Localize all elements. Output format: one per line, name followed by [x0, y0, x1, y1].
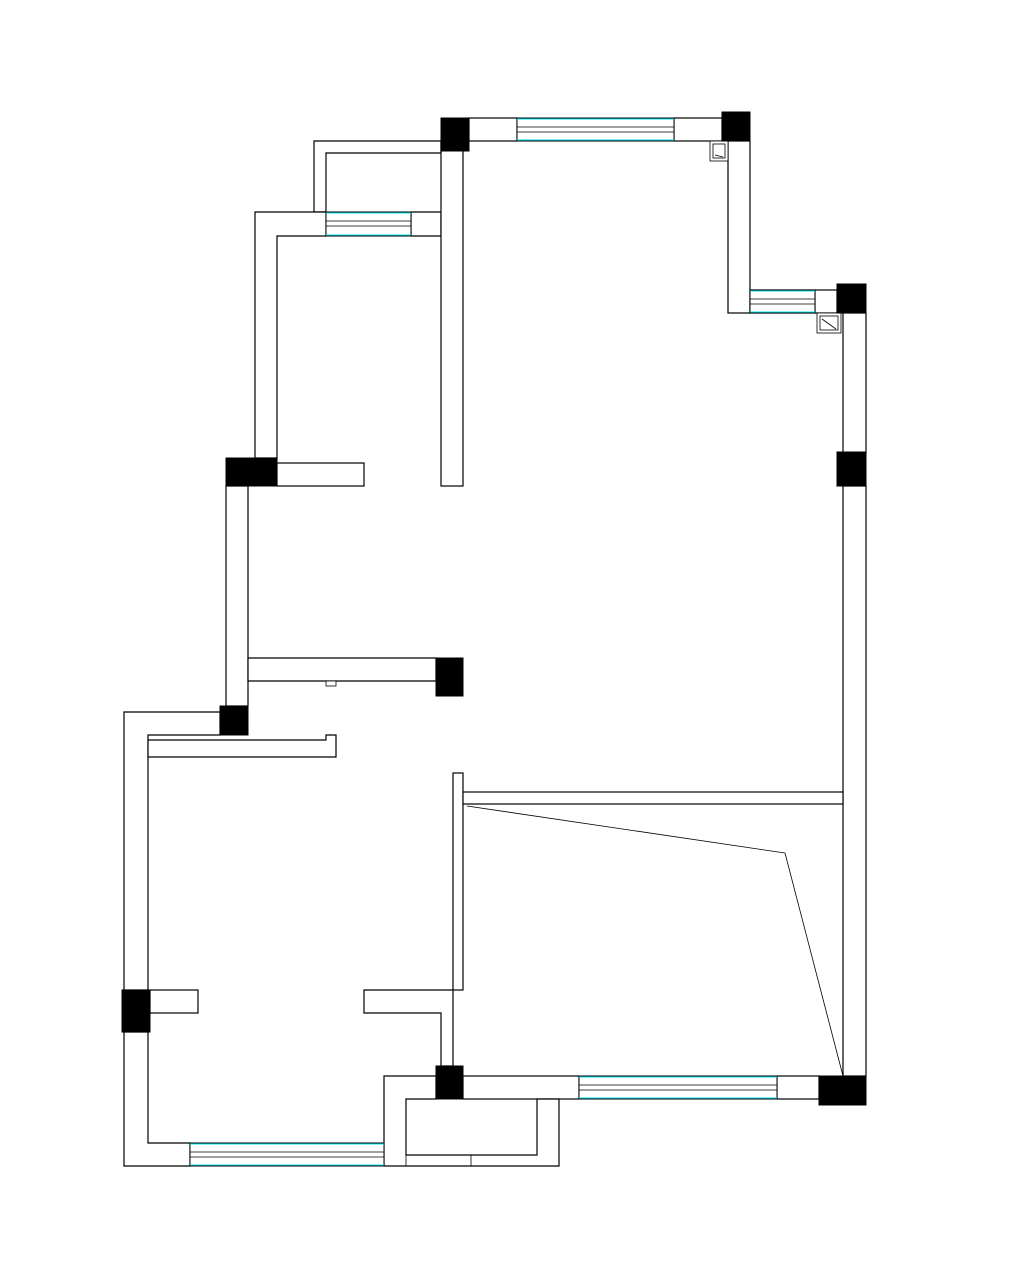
wall-lower-right-header [462, 791, 844, 805]
wall-right-lower [842, 485, 867, 1077]
wall-central-partition [440, 140, 464, 487]
wall-counter [147, 734, 337, 758]
pipe-shaft-top-right [709, 140, 729, 162]
wall-lower-middle-stub [363, 989, 454, 1067]
column-bottom-middle [435, 1065, 464, 1100]
wall-top-left-segment [468, 117, 518, 142]
window-upper-left [325, 211, 412, 237]
upper-left-room [254, 140, 464, 487]
wall-upper-left-left [254, 211, 327, 459]
window-upper-right [749, 289, 816, 314]
columns [121, 111, 867, 1106]
wall-upper-left-top [313, 140, 442, 213]
column-upper-right [836, 283, 867, 314]
wall-lower-middle-vertical [452, 772, 464, 991]
door-swing-line-2 [784, 852, 844, 1077]
column-left-lower [121, 989, 151, 1033]
window-lower-left [189, 1142, 385, 1167]
column-right-middle [836, 451, 867, 487]
fixtures [709, 140, 842, 334]
wall-middle-horizontal [247, 657, 437, 682]
column-center [435, 657, 464, 697]
top-wall [468, 117, 838, 314]
right-wall [842, 312, 867, 1077]
window-top [516, 117, 675, 142]
wall-lower-left-bottom [123, 1031, 191, 1167]
wall-lower-left-stub [149, 989, 199, 1014]
wall-lower-right-bottom [462, 1075, 580, 1100]
column-left-upper [225, 457, 278, 487]
wall-upper-left-right-stub [410, 211, 442, 237]
window-lower-right [578, 1075, 778, 1100]
column-left-middle [219, 705, 249, 736]
wall-right-upper [842, 312, 867, 454]
pipe-shaft-right [816, 312, 842, 334]
wall-top-right-segment [673, 117, 723, 142]
left-middle-walls [225, 485, 437, 707]
lower-right-room [462, 791, 844, 1100]
wall-upper-right-step-end [814, 289, 838, 314]
wall-stub-left-upper [276, 462, 365, 487]
door-swing-line-1 [466, 805, 786, 854]
wall-middle-notch [325, 680, 337, 687]
wall-top-right-vertical [727, 140, 751, 314]
column-bottom-right [818, 1075, 867, 1106]
wall-lower-right-bottom-end [776, 1075, 820, 1100]
column-top-right [721, 111, 751, 142]
column-top-left [440, 117, 470, 152]
windows [189, 117, 816, 1167]
wall-left-middle-vertical [225, 485, 249, 707]
